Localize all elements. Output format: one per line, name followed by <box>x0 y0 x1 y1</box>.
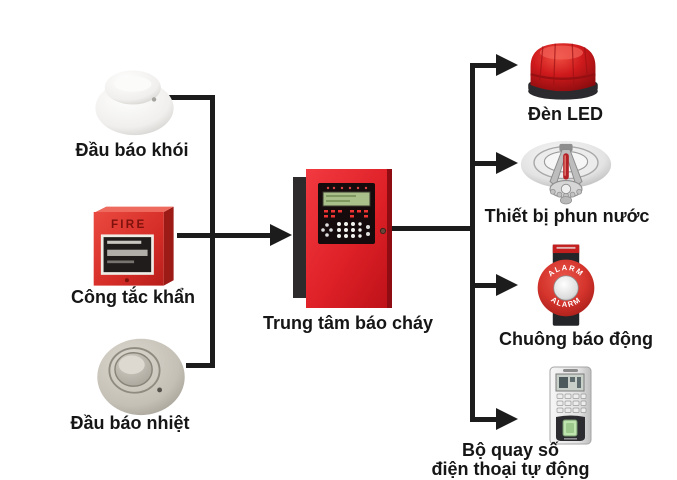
connector-bell-line <box>473 283 497 288</box>
heat-detector-icon <box>94 336 188 416</box>
connector-switch-to-panel-line <box>177 233 272 238</box>
alarm-bell-icon: ALARM ALARM <box>532 243 600 333</box>
heat-detector-label: Đầu báo nhiệt <box>70 413 190 433</box>
auto-dialer-label-line1: Bộ quay số <box>461 440 559 460</box>
sprinkler-label: Thiết bị phun nước <box>484 206 650 226</box>
connector-left-bus-line <box>210 95 215 368</box>
auto-dialer-label: Bộ quay số điện thoại tự động <box>428 441 593 479</box>
alarm-bell-label: Chuông báo động <box>499 329 653 349</box>
connector-panel-to-hub-line <box>392 226 475 231</box>
smoke-detector-icon <box>92 55 177 137</box>
sprinkler-icon <box>519 138 613 208</box>
control-panel-label: Trung tâm báo cháy <box>262 313 434 333</box>
connector-right-bus-line <box>470 63 475 422</box>
led-strobe-icon <box>524 34 602 102</box>
auto-dialer-label-line2: điện thoại tự động <box>431 459 590 479</box>
svg-text:ALARM: ALARM <box>549 295 583 309</box>
arrow-to-sprinkler-icon <box>496 152 518 174</box>
emergency-switch-label: Công tắc khẩn <box>70 287 195 307</box>
switch-fire-text: FIRE <box>111 218 147 231</box>
arrow-to-dialer-icon <box>496 408 518 430</box>
connector-smoke-line <box>168 95 215 100</box>
control-panel-icon <box>306 169 392 308</box>
connector-dialer-line <box>473 417 497 422</box>
arrow-to-led-icon <box>496 54 518 76</box>
connector-heat-line <box>186 363 215 368</box>
emergency-switch-icon: FIRE <box>90 203 180 291</box>
connector-led-line <box>473 63 497 68</box>
arrow-into-panel-icon <box>270 224 292 246</box>
auto-dialer-icon <box>549 365 593 445</box>
led-strobe-label: Đèn LED <box>527 104 603 124</box>
arrow-to-bell-icon <box>496 274 518 296</box>
connector-sprinkler-line <box>473 161 497 166</box>
bell-alarm-text-bottom: ALARM <box>549 295 581 309</box>
smoke-detector-label: Đầu báo khói <box>75 140 189 160</box>
